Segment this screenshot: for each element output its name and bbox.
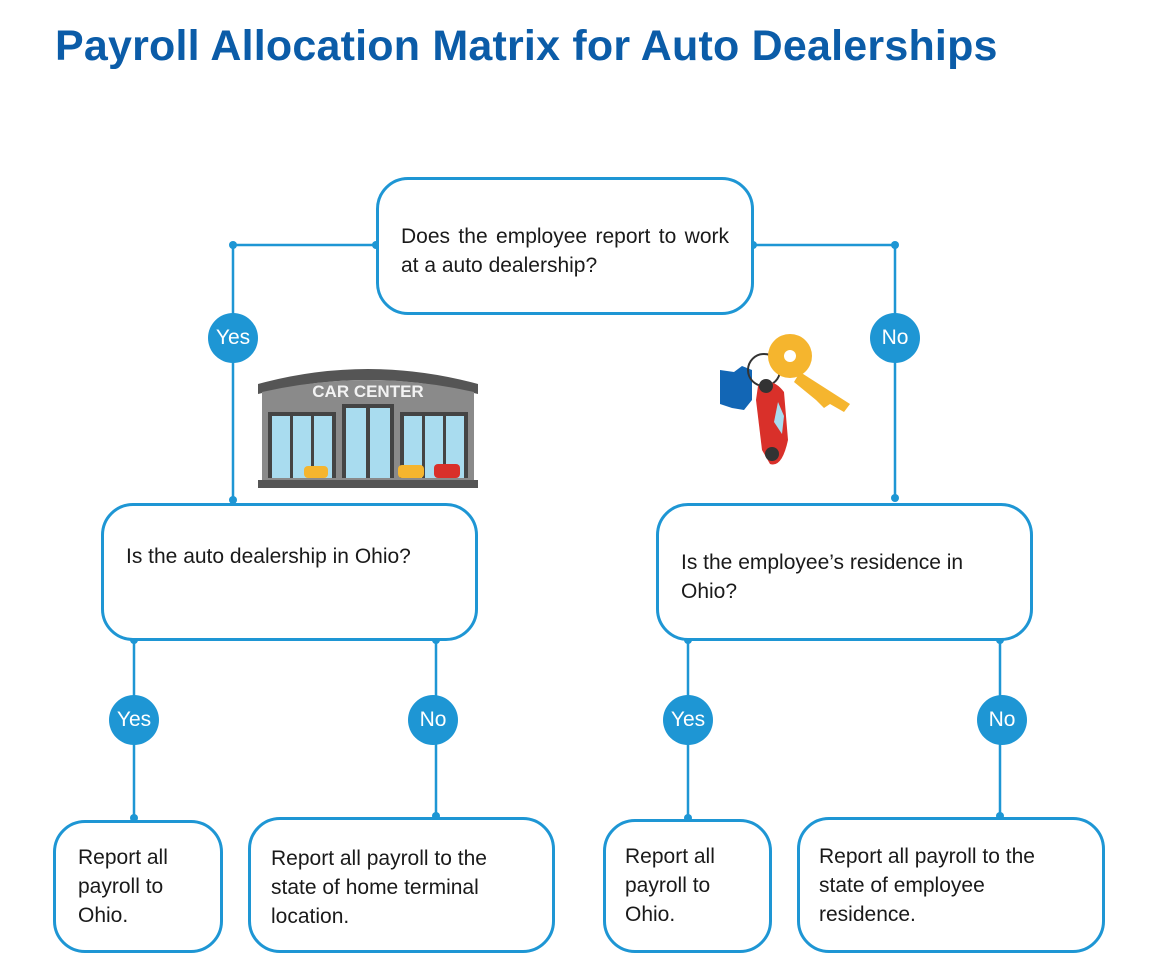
question-report-to-dealership: Does the employee report to work at a au… xyxy=(376,177,754,315)
car-center-illustration: CAR CENTER xyxy=(258,369,478,488)
svg-text:CAR CENTER: CAR CENTER xyxy=(312,382,423,401)
question-text: Is the employee’s residence in Ohio? xyxy=(681,551,964,603)
yes-label: Yes xyxy=(208,313,258,363)
outcome-text: Report all payroll to Ohio. xyxy=(78,846,168,927)
car-keys-ohio-illustration xyxy=(720,334,850,465)
question-text: Does the employee report to work at a au… xyxy=(401,225,729,277)
yes-label: Yes xyxy=(109,695,159,745)
no-label: No xyxy=(977,695,1027,745)
no-label: No xyxy=(408,695,458,745)
outcome-report-to-residence-state: Report all payroll to the state of emplo… xyxy=(797,817,1105,953)
question-text: Is the auto dealership in Ohio? xyxy=(126,545,411,568)
page-title: Payroll Allocation Matrix for Auto Deale… xyxy=(55,22,998,70)
outcome-report-to-ohio: Report all payroll to Ohio. xyxy=(53,820,223,953)
question-residence-in-ohio: Is the employee’s residence in Ohio? xyxy=(656,503,1033,641)
outcome-report-to-ohio: Report all payroll to Ohio. xyxy=(603,819,772,953)
no-label: No xyxy=(870,313,920,363)
outcome-text: Report all payroll to the state of emplo… xyxy=(819,845,1035,926)
yes-label: Yes xyxy=(663,695,713,745)
outcome-text: Report all payroll to the state of home … xyxy=(271,847,487,928)
outcome-report-to-home-terminal: Report all payroll to the state of home … xyxy=(248,817,555,953)
outcome-text: Report all payroll to Ohio. xyxy=(625,845,715,926)
question-dealership-in-ohio: Is the auto dealership in Ohio? xyxy=(101,503,478,641)
